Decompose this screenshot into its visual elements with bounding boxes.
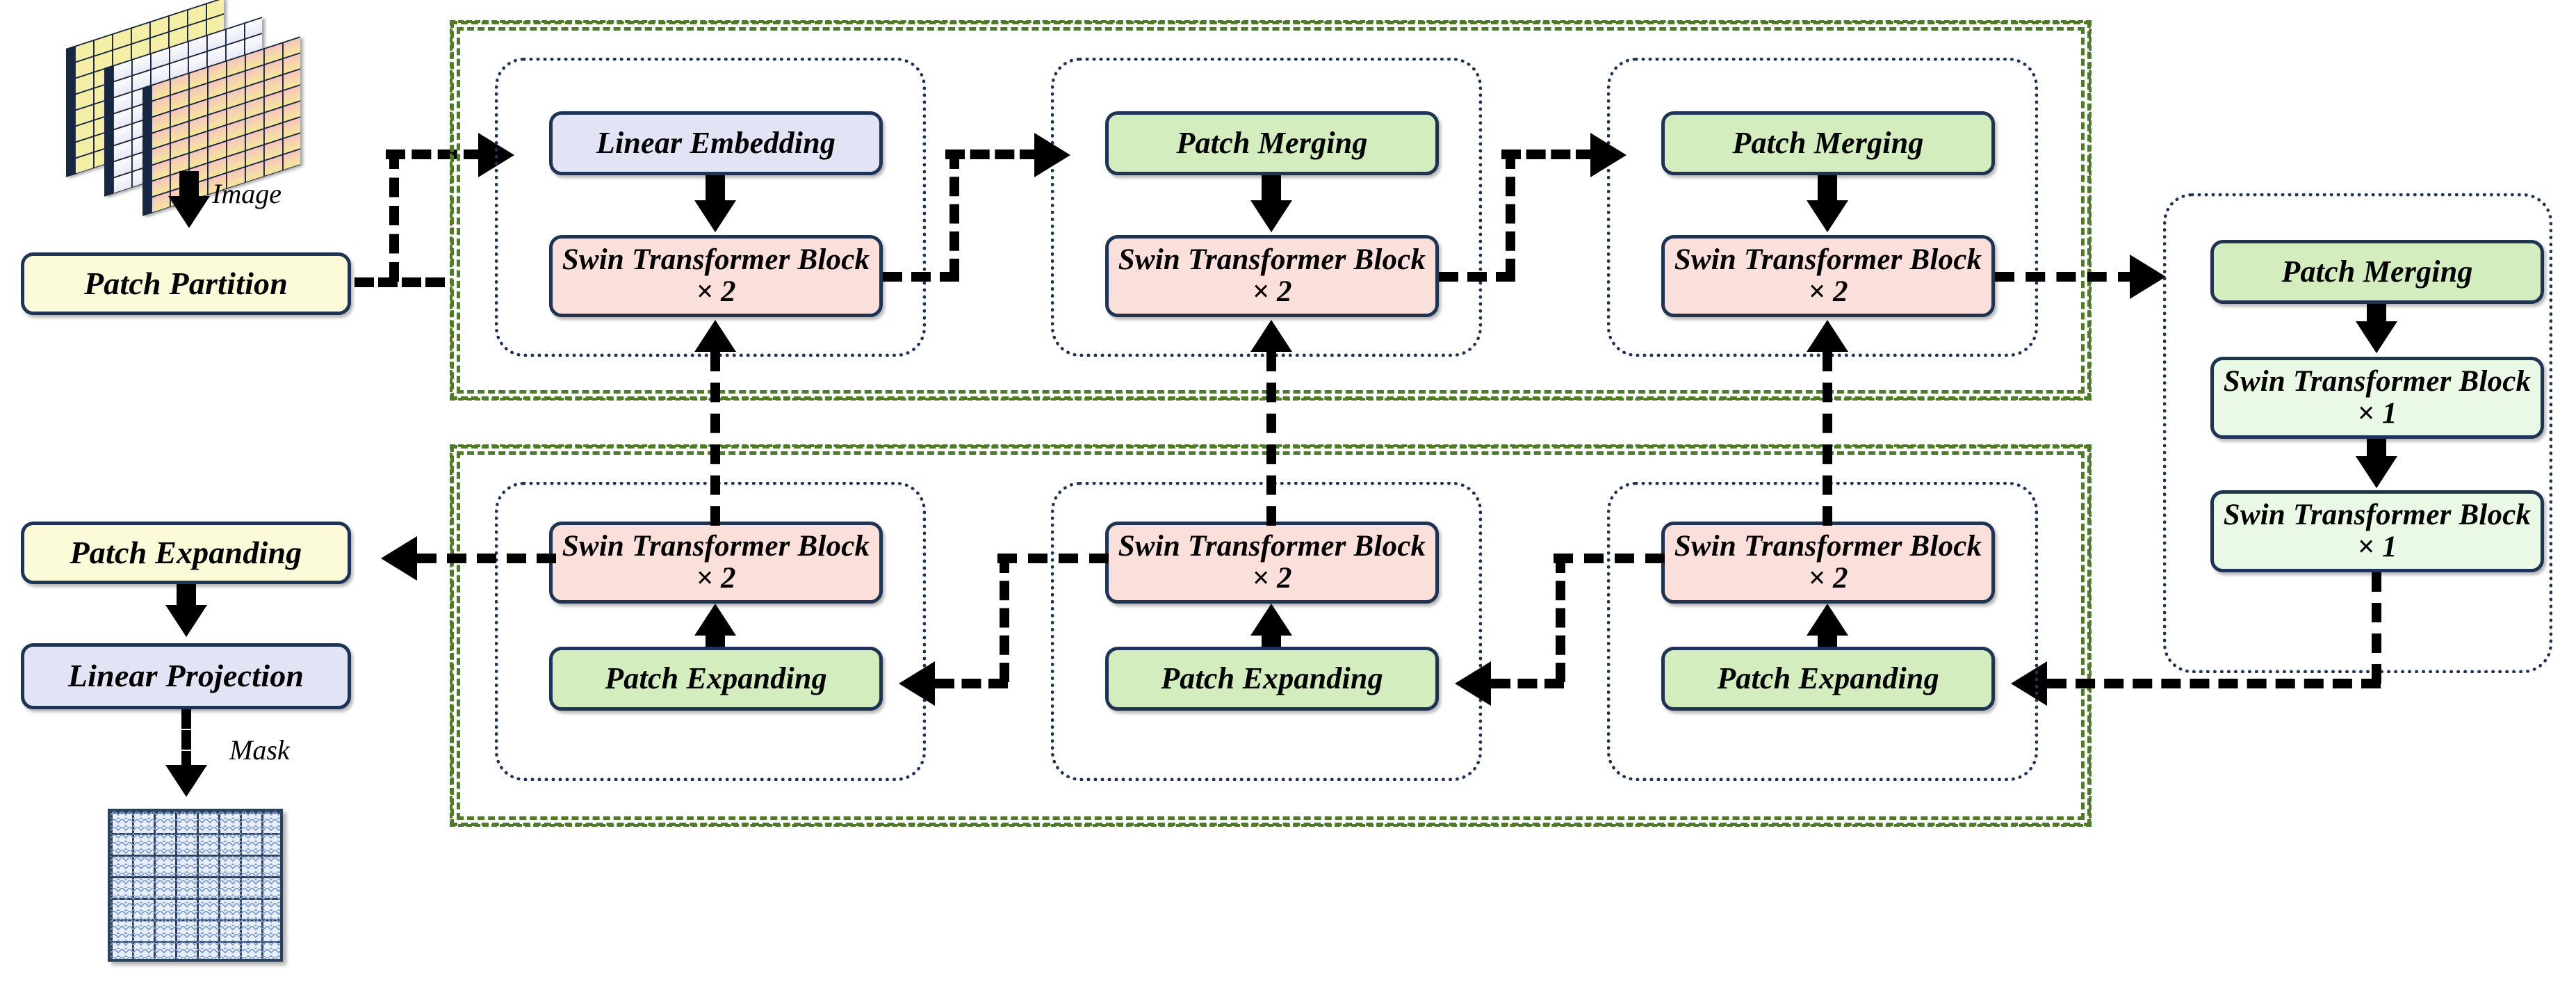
encoder-stage-2-bottom-label: Swin Transformer Block × 2 xyxy=(1118,243,1426,308)
bottleneck-block-a-label: Swin Transformer Block × 1 xyxy=(2223,365,2532,430)
encoder-stage-1-top-block[interactable]: Linear Embedding xyxy=(549,111,883,175)
patch-partition-label: Patch Partition xyxy=(83,265,288,301)
enc2-to-enc3-v xyxy=(1506,150,1515,278)
encoder-stage-2-top-label: Patch Merging xyxy=(1176,125,1368,160)
skip-connection-1-arrowhead xyxy=(694,320,736,352)
decoder-stage-3-top-label: Swin Transformer Block × 2 xyxy=(1674,530,1982,595)
image-label: Image xyxy=(212,178,282,209)
decoder-stage-3-top-block[interactable]: Swin Transformer Block × 2 xyxy=(1661,522,1995,604)
encoder-stage-1-inner-arrow xyxy=(694,200,736,232)
encoder-stage-2-inner-arrow xyxy=(1250,200,1292,232)
encoder-stage-1-bottom-block[interactable]: Swin Transformer Block × 2 xyxy=(549,235,883,317)
encoder-stage-1-top-label: Linear Embedding xyxy=(596,125,836,160)
encoder-stage-3-bottom-block[interactable]: Swin Transformer Block × 2 xyxy=(1661,235,1995,317)
output-patch-expanding-block[interactable]: Patch Expanding xyxy=(21,522,351,584)
decoder-stage-2-top-label: Swin Transformer Block × 2 xyxy=(1118,530,1426,595)
encoder-stage-1-bottom-label: Swin Transformer Block × 2 xyxy=(562,243,870,308)
output-patch-expanding-label: Patch Expanding xyxy=(70,534,302,570)
bottleneck-to-dec3-h xyxy=(2047,679,2381,688)
encoder-stage-3-top-block[interactable]: Patch Merging xyxy=(1661,111,1995,175)
dec1-to-output-h xyxy=(417,554,556,563)
dec3-to-dec2-v xyxy=(1556,554,1565,682)
dec2-to-dec1-h1 xyxy=(997,554,1109,563)
enc3-to-bottleneck-h xyxy=(1995,272,2137,282)
bottleneck-block-b[interactable]: Swin Transformer Block × 1 xyxy=(2210,490,2544,572)
output-to-mask-line xyxy=(181,709,191,770)
decoder-stage-3-inner-arrow xyxy=(1807,604,1848,636)
bottleneck-patch-merging-block[interactable]: Patch Merging xyxy=(2210,240,2544,304)
decoder-stage-2-top-block[interactable]: Swin Transformer Block × 2 xyxy=(1105,522,1439,604)
enc2-to-enc3-arrowhead xyxy=(1590,133,1627,177)
patch-partition-block[interactable]: Patch Partition xyxy=(21,252,351,315)
output-arrow-1 xyxy=(165,605,207,637)
encoder-stage-2-top-block[interactable]: Patch Merging xyxy=(1105,111,1439,175)
bottleneck-patch-merging-label: Patch Merging xyxy=(2281,254,2473,289)
bottleneck-to-dec3-v xyxy=(2372,572,2381,684)
mask-grid-icon xyxy=(108,809,283,962)
decoder-stage-1-bottom-block[interactable]: Patch Expanding xyxy=(549,647,883,711)
mask-label: Mask xyxy=(229,734,290,766)
pp-to-stage1-v xyxy=(389,150,399,282)
encoder-stage-2-bottom-block[interactable]: Swin Transformer Block × 2 xyxy=(1105,235,1439,317)
enc2-to-enc3-h2 xyxy=(1501,150,1595,159)
enc1-to-enc2-h1 xyxy=(883,272,959,282)
encoder-stage-3-inner-arrow xyxy=(1807,200,1848,232)
decoder-stage-1-top-label: Swin Transformer Block × 2 xyxy=(562,530,870,595)
enc3-to-bottleneck-arrowhead xyxy=(2130,255,2166,299)
output-linear-projection-label: Linear Projection xyxy=(67,658,304,694)
decoder-stage-2-bottom-block[interactable]: Patch Expanding xyxy=(1105,647,1439,711)
bottleneck-to-dec3-arrowhead xyxy=(2011,661,2047,706)
dec1-to-output-arrowhead xyxy=(381,536,417,581)
decoder-stage-3-bottom-block[interactable]: Patch Expanding xyxy=(1661,647,1995,711)
skip-connection-1-line xyxy=(710,352,720,526)
pp-to-stage1-h1 xyxy=(354,277,445,287)
skip-connection-2-arrowhead xyxy=(1250,320,1292,352)
decoder-stage-2-inner-arrow xyxy=(1250,604,1292,636)
skip-connection-2-line xyxy=(1266,352,1276,526)
decoder-stage-3-bottom-label: Patch Expanding xyxy=(1717,661,1939,695)
encoder-stage-3-top-label: Patch Merging xyxy=(1732,125,1924,160)
dec2-to-dec1-v xyxy=(1000,554,1009,682)
decoder-stage-1-top-block[interactable]: Swin Transformer Block × 2 xyxy=(549,522,883,604)
dec3-to-dec2-h2 xyxy=(1491,679,1564,688)
output-linear-projection-block[interactable]: Linear Projection xyxy=(21,643,351,709)
decoder-stage-2-bottom-label: Patch Expanding xyxy=(1161,661,1383,695)
enc1-to-enc2-arrowhead xyxy=(1034,133,1070,177)
enc1-to-enc2-h2 xyxy=(945,150,1039,159)
encoder-stage-3-bottom-label: Swin Transformer Block × 2 xyxy=(1674,243,1982,308)
image-arrow-head xyxy=(168,196,210,228)
bottleneck-block-a[interactable]: Swin Transformer Block × 1 xyxy=(2210,357,2544,439)
decoder-stage-1-inner-arrow xyxy=(694,604,736,636)
bottleneck-arrow-1 xyxy=(2356,321,2397,353)
enc1-to-enc2-v xyxy=(949,150,959,278)
dec2-to-dec1-arrowhead xyxy=(899,661,935,706)
skip-connection-3-line xyxy=(1823,352,1832,526)
enc2-to-enc3-h1 xyxy=(1439,272,1515,282)
dec3-to-dec2-arrowhead xyxy=(1455,661,1491,706)
output-to-mask-arrowhead xyxy=(165,765,207,797)
bottleneck-container xyxy=(2163,193,2552,673)
bottleneck-block-b-label: Swin Transformer Block × 1 xyxy=(2223,499,2532,563)
dec2-to-dec1-h2 xyxy=(935,679,1008,688)
dec3-to-dec2-h1 xyxy=(1554,554,1665,563)
skip-connection-3-arrowhead xyxy=(1807,320,1848,352)
decoder-stage-1-bottom-label: Patch Expanding xyxy=(605,661,827,695)
bottleneck-arrow-2 xyxy=(2356,456,2397,488)
